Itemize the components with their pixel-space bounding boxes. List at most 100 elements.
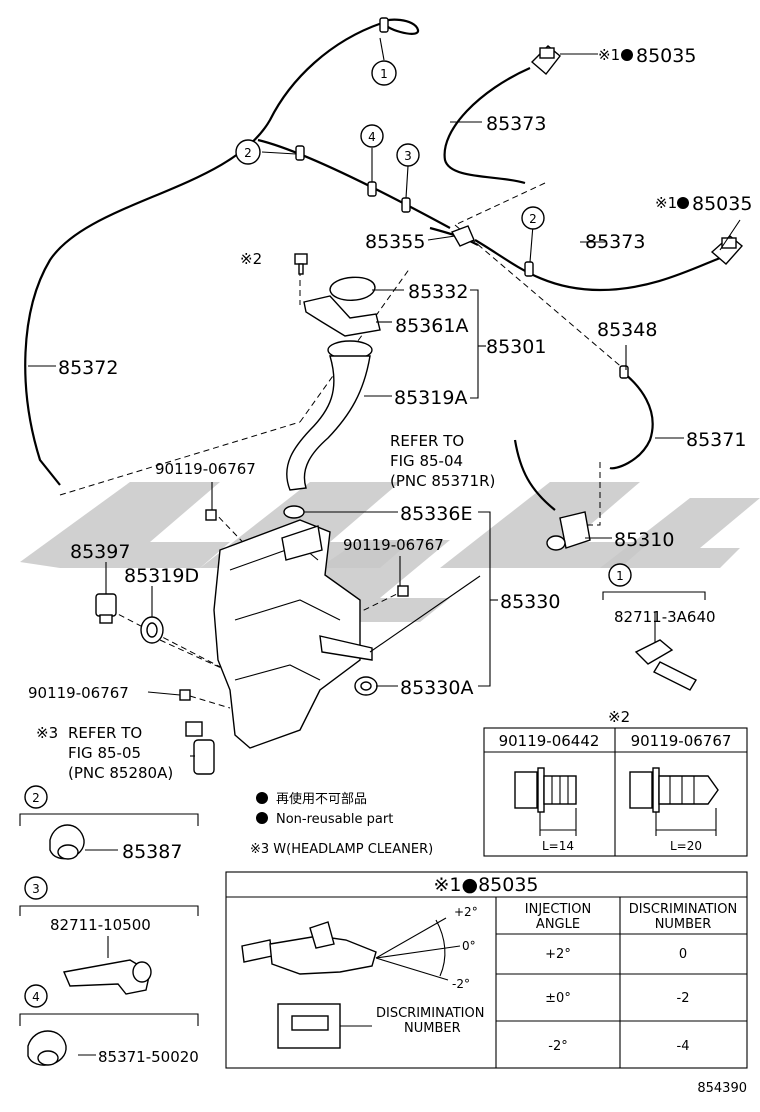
callout-1: 1 [616, 569, 624, 583]
col-discrimination-line2: NUMBER [655, 917, 712, 932]
mark-star3: ※3 [36, 724, 58, 742]
figure-id: 854390 [697, 1081, 747, 1096]
col-injection-angle-line1: INJECTION [525, 902, 591, 917]
filler-neck-85319A [286, 340, 373, 491]
callout-4: 4 [32, 990, 40, 1004]
discrimination-label-line1: DISCRIMINATION [376, 1006, 484, 1021]
inset-bracket-2 [19, 813, 199, 826]
washer-tank-85330 [213, 519, 373, 749]
nozzle-table: ※1●85035 INJECTION ANGLE DISCRIMINATION … [225, 871, 748, 1069]
callout-4: 4 [368, 130, 376, 144]
row-angle: -2° [548, 1039, 567, 1054]
bracket-85361A [303, 295, 381, 337]
callout-2: 2 [32, 791, 40, 805]
angle-plus2: +2° [454, 905, 478, 919]
mark-star2: ※2 [240, 250, 262, 268]
nozzle-85035-right [710, 235, 744, 265]
non-reusable-dot-icon [677, 197, 689, 209]
motor-85280A [185, 721, 215, 775]
clip-85371-50020 [27, 1030, 67, 1066]
bolt-icon [294, 253, 308, 275]
grommet-85330A [354, 676, 378, 696]
refer-fig-85-05-line1: REFER TO [68, 724, 142, 742]
joint-85355 [450, 225, 475, 247]
inset-bracket-4 [19, 1013, 199, 1026]
inset-bracket-3 [19, 905, 199, 916]
label-85330: 85330 [500, 591, 560, 613]
refer-fig-85-04-line3: (PNC 85371R) [390, 472, 495, 490]
label-85387: 85387 [122, 841, 182, 863]
label-85348: 85348 [597, 319, 657, 341]
bolt-table-col1: 90119-06442 [499, 732, 600, 750]
bolt-table-col2: 90119-06767 [631, 732, 732, 750]
bolt-short-icon [514, 767, 577, 836]
callout-1: 1 [380, 67, 388, 81]
mark-star1: ※1 [598, 46, 620, 64]
label-90119-06767-a: 90119-06767 [155, 460, 256, 478]
label-85372: 85372 [58, 357, 118, 379]
col-discrimination-line1: DISCRIMINATION [629, 902, 737, 917]
cap-85332 [329, 276, 376, 301]
label-85319D: 85319D [124, 565, 199, 587]
label-85301: 85301 [486, 336, 546, 358]
clip-82711-10500 [63, 959, 152, 995]
legend-note-3: ※3 W(HEADLAMP CLEANER) [250, 842, 433, 857]
label-85371: 85371 [686, 429, 746, 451]
bolt-length-20: L=20 [670, 839, 702, 853]
label-85035-top: 85035 [636, 45, 696, 67]
callout-3: 3 [404, 149, 412, 163]
row-number: -4 [677, 1039, 690, 1054]
row-number: -2 [677, 991, 690, 1006]
label-82711-10500: 82711-10500 [50, 916, 151, 934]
mark-star1: ※1 [655, 194, 677, 212]
callout-3: 3 [32, 882, 40, 896]
label-85371-50020: 85371-50020 [98, 1048, 199, 1066]
bolt-table-marker: ※2 [608, 708, 630, 726]
non-reusable-dot-icon [256, 792, 268, 804]
inset-bracket-1 [602, 591, 706, 600]
angle-zero: 0° [462, 939, 476, 953]
label-85373-top: 85373 [486, 113, 546, 135]
nozzle-detail-drawing [241, 917, 461, 1049]
bolt-length-14: L=14 [542, 839, 574, 853]
legend-nonreuse-jp: 再使用不可部品 [276, 791, 367, 807]
label-85373-mid: 85373 [585, 231, 645, 253]
refer-fig-85-05-line2: FIG 85-05 [68, 744, 141, 762]
label-85330A: 85330A [400, 677, 473, 699]
non-reusable-dot-icon [621, 49, 633, 61]
legend-nonreuse-en: Non-reusable part [276, 812, 393, 827]
discrimination-label-line2: NUMBER [404, 1021, 461, 1036]
label-85332: 85332 [408, 281, 468, 303]
callout-2: 2 [244, 146, 252, 160]
label-85361A: 85361A [395, 315, 468, 337]
refer-fig-85-04-line2: FIG 85-04 [390, 452, 463, 470]
label-90119-06767-b: 90119-06767 [343, 536, 444, 554]
non-reusable-dot-icon [256, 812, 268, 824]
row-number: 0 [679, 947, 687, 962]
bolt-table: ※2 90119-06442 90119-06767 L=14 L=20 [483, 708, 748, 857]
row-angle: +2° [545, 947, 571, 962]
nozzle-table-header: ※1●85035 [433, 874, 538, 896]
label-85319A: 85319A [394, 387, 467, 409]
refer-fig-85-04-line1: REFER TO [390, 432, 464, 450]
callout-circles [24, 60, 632, 1008]
bolt-long-icon [629, 767, 719, 836]
leader-lines [28, 37, 741, 1056]
angle-minus2: -2° [452, 977, 470, 991]
row-angle: ±0° [545, 991, 571, 1006]
label-85310: 85310 [614, 529, 674, 551]
col-injection-angle-line2: ANGLE [536, 917, 580, 932]
label-85397: 85397 [70, 541, 130, 563]
grommet-85319D [140, 616, 164, 644]
pump-85310 [546, 511, 591, 551]
clip-82711-3A640 [634, 639, 697, 691]
bolt-icon [179, 509, 409, 701]
grommet-85336E [283, 505, 305, 519]
sensor-85397 [95, 593, 117, 624]
label-85336E: 85336E [400, 503, 472, 525]
clip-85387 [49, 824, 85, 860]
nozzle-85035-top [530, 45, 561, 76]
label-85035-right: 85035 [692, 193, 752, 215]
callout-2: 2 [529, 212, 537, 226]
